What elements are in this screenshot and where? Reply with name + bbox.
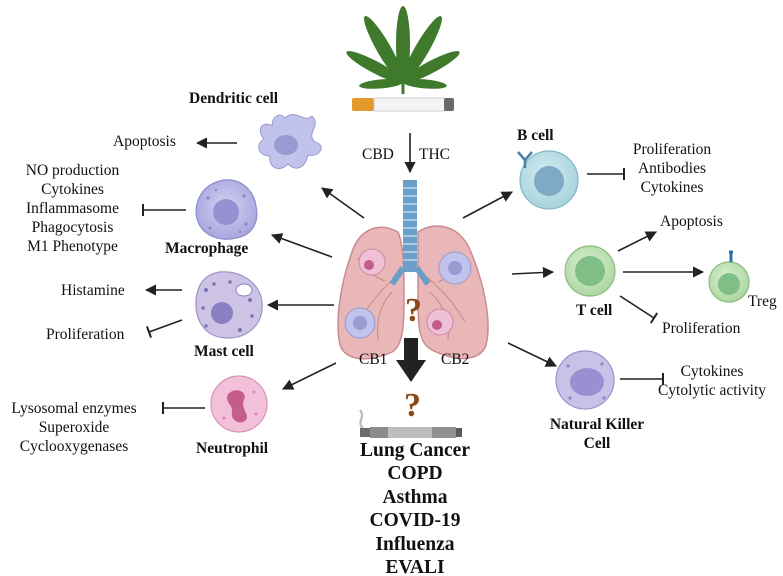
t-cell-icon: [564, 245, 616, 297]
macrophage-effect: Inflammasome: [26, 200, 119, 217]
arrow-lungs-to-macrophage: [270, 233, 333, 258]
neutrophil-effect: Superoxide: [38, 419, 110, 436]
nk-effect: Cytokines: [680, 363, 744, 380]
cigarette-icon: [352, 97, 454, 112]
arrow-lungs-to-t-cell: [511, 266, 555, 279]
neutrophil-effect: Cyclooxygenases: [19, 438, 129, 455]
cb1-label: CB1: [359, 351, 388, 368]
inhibit-mast-proliferation: [146, 319, 183, 338]
nk-effect: Cytolytic activity: [657, 382, 767, 399]
cb2-label: CB2: [441, 351, 470, 368]
treg-cell-icon: [708, 250, 750, 303]
arrow-lungs-to-neutrophil: [281, 362, 337, 390]
nk-label-line2: Cell: [583, 435, 611, 452]
lungs-illustration: [337, 180, 489, 360]
dendritic-effect: Apoptosis: [113, 133, 176, 150]
arrow-lungs-to-nk: [507, 342, 558, 367]
neutrophil-icon: [210, 375, 268, 433]
arrow-lungs-to-dendritic: [321, 187, 365, 219]
mast-cell-icon: [195, 271, 263, 339]
b-cell-effect: Antibodies: [637, 160, 707, 177]
arrow-lungs-to-b-cell: [462, 191, 513, 219]
b-cell-effect: Proliferation: [632, 141, 712, 158]
disease-item: Influenza: [375, 533, 455, 555]
disease-item: COPD: [387, 463, 443, 485]
b-cell-effects: Proliferation Antibodies Cytokines: [622, 140, 722, 197]
b-cell-icon: [517, 150, 579, 210]
macrophage-effect: M1 Phenotype: [27, 238, 118, 255]
macrophage-effect: NO production: [25, 162, 120, 179]
disease-item: Lung Cancer: [360, 440, 470, 461]
lung-question-mark: ?: [405, 292, 422, 329]
arrow-t-cell-apoptosis: [617, 231, 658, 252]
t-cell-effect-apoptosis: Apoptosis: [660, 213, 723, 230]
dendritic-cell-icon: [258, 114, 322, 169]
disease-item: COVID-19: [369, 510, 461, 532]
macrophage-effect: Phagocytosis: [31, 219, 114, 236]
cbd-label: CBD: [362, 146, 394, 163]
macrophage-icon: [195, 179, 258, 240]
disease-list: Lung Cancer COPD Asthma COVID-19 Influen…: [330, 439, 500, 576]
cannabis-leaf-icon: [346, 6, 460, 94]
t-cell-label: T cell: [576, 302, 613, 319]
nk-cell-label: Natural Killer Cell: [536, 415, 658, 453]
macrophage-effects: NO production Cytokines Inflammasome Pha…: [10, 161, 135, 256]
neutrophil-label: Neutrophil: [196, 440, 269, 457]
nk-label-line1: Natural Killer: [549, 416, 645, 433]
b-cell-label: B cell: [517, 127, 554, 144]
vaping-question-mark: ?: [404, 387, 421, 424]
mast-effect-proliferation: Proliferation: [46, 326, 125, 343]
thc-label: THC: [419, 146, 450, 163]
nk-effects: Cytokines Cytolytic activity: [646, 362, 778, 400]
t-cell-effect-proliferation: Proliferation: [662, 320, 741, 337]
macrophage-effect: Cytokines: [41, 181, 104, 198]
inhibit-t-cell-proliferation: [619, 295, 659, 324]
macrophage-label: Macrophage: [165, 240, 249, 257]
neutrophil-effect: Lysosomal enzymes: [11, 400, 137, 417]
treg-label: Treg: [748, 293, 777, 310]
neutrophil-effects: Lysosomal enzymes Superoxide Cyclooxygen…: [0, 399, 148, 456]
disease-item: EVALI: [385, 557, 445, 576]
b-cell-effect: Cytokines: [640, 179, 704, 196]
dendritic-cell-label: Dendritic cell: [189, 90, 279, 107]
big-down-arrow: [396, 338, 426, 382]
nk-cell-icon: [555, 350, 615, 410]
e-cigarette-icon: [359, 409, 462, 438]
mast-cell-label: Mast cell: [194, 343, 254, 360]
disease-item: Asthma: [382, 486, 448, 508]
mast-effect-histamine: Histamine: [61, 282, 125, 299]
